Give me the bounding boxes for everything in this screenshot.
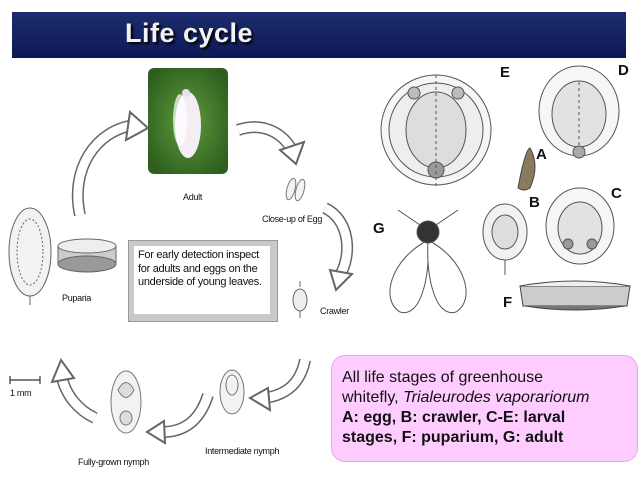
info-text: All life stages of greenhouse whitefly, … — [342, 368, 632, 448]
detection-note-text: For early detection inspect for adults a… — [134, 246, 270, 314]
label-scale: 1 mm — [10, 388, 32, 398]
info-line-2: whitefly, Trialeurodes vaporariorum — [342, 388, 632, 408]
fully-grown-nymph-drawing — [110, 370, 142, 434]
label-intermediate-nymph: Intermediate nymph — [205, 446, 280, 456]
stage-f-drawing — [519, 280, 631, 311]
stage-e-drawing — [380, 74, 492, 186]
stage-d-drawing — [538, 65, 620, 159]
label-crawler: Crawler — [320, 306, 349, 316]
letter-f: F — [503, 294, 513, 311]
title-bar: Life cycle — [12, 12, 626, 58]
crawler-drawing — [292, 281, 308, 318]
letter-c: C — [611, 185, 622, 202]
slide-title: Life cycle — [125, 18, 254, 48]
letter-e: E — [500, 64, 511, 81]
stage-b-drawing — [482, 203, 528, 275]
stage-g-drawing — [389, 209, 467, 314]
note-line-1: For early detection inspect — [138, 249, 259, 261]
info-line-3: A: egg, B: crawler, C-E: larval — [342, 409, 566, 426]
label-fully-grown-nymph: Fully-grown nymph — [78, 457, 149, 467]
note-line-2: for adults and eggs on the — [138, 262, 258, 275]
info-line-4: stages, F: puparium, G: adult — [342, 429, 564, 446]
info-box: All life stages of greenhouse whitefly, … — [331, 355, 638, 462]
letter-g: G — [373, 220, 385, 237]
label-adult: Adult — [183, 192, 203, 202]
label-puparia: Puparia — [62, 293, 91, 303]
letter-a: A — [536, 146, 547, 163]
adult-photo — [148, 68, 228, 174]
cycle-arrows — [50, 110, 355, 445]
info-line-1: All life stages of greenhouse — [342, 369, 544, 386]
label-egg: Close-up of Egg — [262, 214, 323, 224]
scale-bar — [9, 376, 41, 384]
egg-closeup — [285, 177, 306, 202]
stage-c-drawing — [545, 187, 615, 265]
stage-a-drawing — [517, 147, 536, 191]
info-line-2-prefix: whitefly, — [342, 389, 404, 406]
puparia-drawing — [8, 207, 117, 305]
note-line-3: underside of young leaves. — [138, 276, 262, 288]
info-species: Trialeurodes vaporariorum — [403, 389, 590, 406]
intermediate-nymph-drawing — [219, 369, 245, 415]
letter-d: D — [618, 62, 629, 79]
letter-b: B — [529, 194, 540, 211]
detection-note-box: For early detection inspect for adults a… — [128, 240, 278, 322]
